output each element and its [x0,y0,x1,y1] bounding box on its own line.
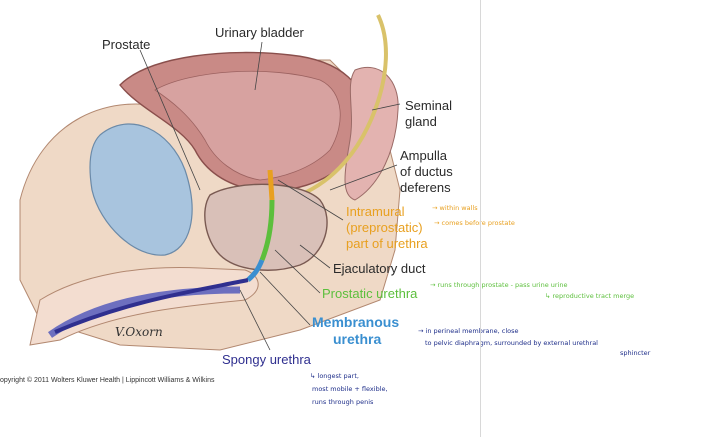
note-prostatic-a: → runs through prostate - pass urine uri… [430,281,568,289]
penis-outline [29,267,259,346]
seminal-gland [344,66,399,201]
prostate-gland [204,183,328,271]
bladder-inner [154,70,341,181]
label-ampulla-1: Ampulla [400,148,447,163]
label-seminal-gland-1: Seminal [405,98,452,113]
spongy-urethra-segment [54,278,249,334]
label-ampulla-2: of ductus [400,164,453,179]
label-prostate: Prostate [102,37,151,52]
note-membranous-a: → in perineal membrane, close [418,327,519,335]
note-spongy-a: ↳ longest part, [310,372,359,380]
label-urinary-bladder: Urinary bladder [215,25,304,40]
label-intramural-1: Intramural [346,204,405,219]
label-spongy-urethra: Spongy urethra [222,352,311,367]
note-spongy-b: most mobile + flexible, [312,385,388,393]
label-ejaculatory-duct: Ejaculatory duct [333,261,426,276]
intramural-urethra [267,169,275,201]
note-prostatic-b: ↳ reproductive tract merge [545,292,635,300]
page-divider [480,0,481,437]
leader-lines [139,41,401,351]
ductus-deferens [299,14,388,197]
membranous-urethra-segment [246,259,265,282]
label-ampulla-3: deferens [400,180,451,195]
note-membranous-c: sphincter [620,349,651,357]
note-membranous-b: to pelvic diaphragm, surrounded by exter… [425,339,598,347]
label-prostatic-urethra: Prostatic urethra [322,286,418,301]
corpus-spongiosum [47,286,241,338]
illustrator-signature: V.Oxorn [115,325,163,339]
note-intramural-a: → within walls [432,204,478,212]
copyright-line: opyright © 2011 Wolters Kluwer Health | … [0,377,215,384]
label-seminal-gland-2: gland [405,114,437,129]
note-intramural-b: → comes before prostate [434,219,515,227]
label-intramural-3: part of urethra [346,236,428,251]
note-spongy-c: runs through penis [312,398,374,406]
prostatic-urethra-segment [259,199,275,261]
pubic-symphysis [89,123,193,256]
label-membranous-2: urethra [333,331,382,347]
label-intramural-2: (preprostatic) [346,220,423,235]
label-membranous-1: Membranous [312,314,400,330]
